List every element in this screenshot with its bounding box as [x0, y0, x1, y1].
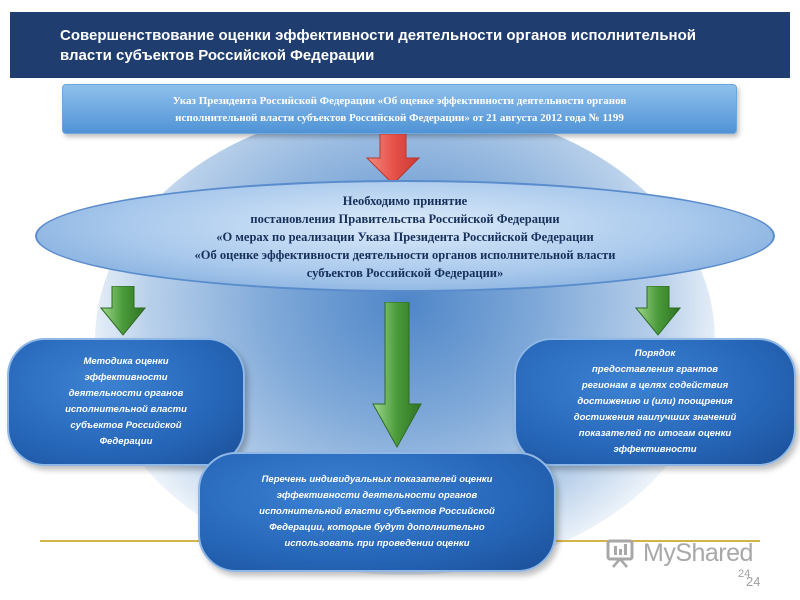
grants-line-2: предоставления грантов — [591, 364, 719, 375]
methodology-line-6: Федерации — [99, 436, 153, 447]
page-title: Совершенствование оценки эффективности д… — [10, 12, 790, 78]
title-line-2: власти субъектов Российской Федерации — [60, 47, 375, 64]
indicators-line-1: Перечень индивидуальных показателей оцен… — [261, 474, 493, 485]
decree-line-2: исполнительной власти субъектов Российск… — [175, 112, 624, 124]
page-number-large: 24 — [746, 574, 761, 589]
methodology-line-4: исполнительной власти — [65, 404, 187, 415]
methodology-line-1: Методика оценки — [83, 356, 169, 367]
title-line-1: Совершенствование оценки эффективности д… — [60, 27, 697, 44]
government-resolution-ellipse: Необходимо принятие постановления Правит… — [35, 180, 775, 292]
watermark-text: MyShared — [643, 538, 753, 567]
resolution-line-4: «Об оценке эффективности деятельности ор… — [194, 248, 616, 262]
resolution-line-2: постановления Правительства Российской Ф… — [250, 212, 560, 226]
resolution-line-3: «О мерах по реализации Указа Президента … — [216, 230, 594, 244]
methodology-line-3: деятельности органов — [68, 388, 184, 399]
indicators-line-5: использовать при проведении оценки — [284, 538, 470, 549]
green-down-arrow-icon-right — [635, 286, 681, 336]
methodology-line-5: субъектов Российской — [70, 420, 182, 431]
indicators-line-4: Федерации, которые будут дополнительно — [269, 522, 485, 533]
presidential-decree-box: Указ Президента Российской Федерации «Об… — [62, 84, 737, 134]
green-down-arrow-icon-left — [100, 286, 146, 336]
grants-line-4: достижению и (или) поощрения — [577, 396, 733, 407]
resolution-line-1: Необходимо принятие — [342, 194, 468, 208]
methodology-line-2: эффективности — [84, 372, 168, 383]
indicators-list-box: Перечень индивидуальных показателей оцен… — [198, 452, 556, 572]
page-number-small: 24 — [738, 568, 751, 580]
grants-line-1: Порядок — [634, 348, 676, 359]
gold-divider-left — [40, 540, 200, 542]
grants-line-7: эффективности — [613, 444, 697, 455]
indicators-line-3: исполнительной власти субъектов Российск… — [259, 506, 495, 517]
indicators-line-2: эффективности деятельности органов — [276, 490, 478, 501]
methodology-box: Методика оценки эффективности деятельнос… — [7, 338, 245, 466]
grants-line-5: достижения наилучших значений — [573, 412, 737, 423]
red-down-arrow-icon — [365, 134, 421, 185]
green-down-arrow-icon-center — [372, 302, 422, 448]
myshared-watermark: MyShared — [605, 536, 765, 570]
gold-divider-right — [556, 540, 760, 542]
decree-line-1: Указ Президента Российской Федерации «Об… — [172, 95, 627, 107]
myshared-logo-icon — [606, 539, 634, 568]
grants-line-3: регионам в целях содействия — [581, 380, 729, 391]
grants-line-6: показателей по итогам оценки — [578, 428, 732, 439]
grants-procedure-box: Порядок предоставления грантов регионам … — [514, 338, 796, 466]
resolution-line-5: субъектов Российской Федерации» — [306, 266, 504, 280]
